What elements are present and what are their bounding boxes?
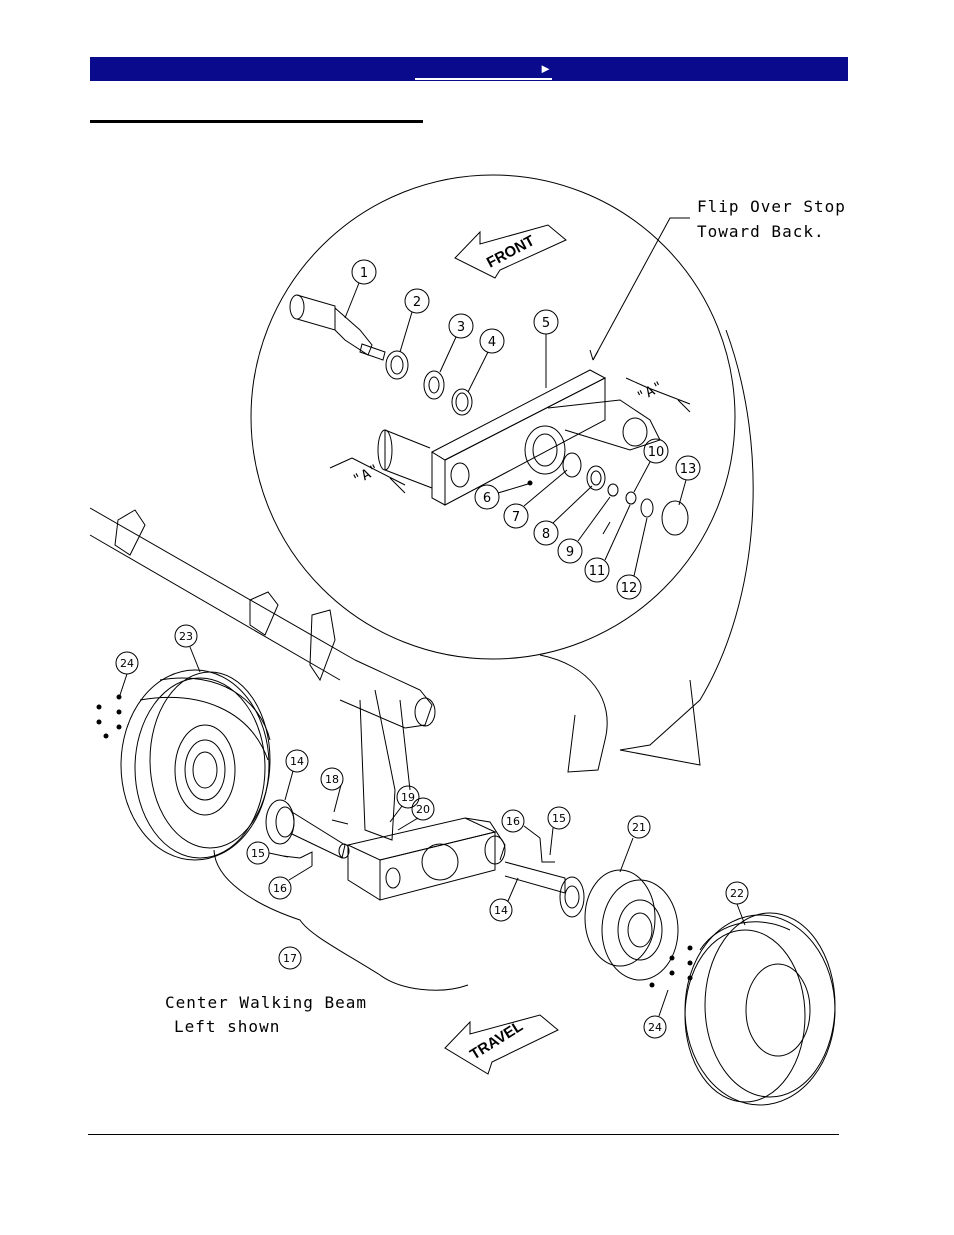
front-arrow: FRONT [454, 224, 567, 279]
callout-3: 3 [457, 320, 465, 335]
left-tire [120, 669, 271, 861]
main-frame [89, 507, 436, 841]
bearing-cone [423, 370, 445, 400]
callout-12: 12 [621, 581, 638, 596]
title-underline [90, 120, 423, 123]
callout-leaders [119, 282, 746, 1017]
next-page-link[interactable]: ► [415, 60, 552, 80]
callout-17: 17 [283, 952, 297, 965]
castle-nut [640, 498, 654, 518]
right-tire [684, 912, 836, 1106]
lower-walking-beam [346, 817, 506, 901]
cotter-pin [602, 521, 611, 535]
dimension-a-right [625, 377, 691, 413]
flip-note-line2: Toward Back. [697, 222, 825, 241]
callout-15b: 15 [552, 812, 566, 825]
callout-11: 11 [589, 564, 606, 579]
seal-ring [385, 350, 409, 380]
flip-note-leader [592, 217, 690, 361]
callout-23: 23 [179, 630, 193, 643]
callout-15: 15 [251, 847, 265, 860]
callout-16b: 16 [506, 815, 520, 828]
right-lug-nuts [649, 945, 693, 988]
center-note-line2: Left shown [174, 1017, 280, 1036]
callout-5: 5 [542, 316, 550, 331]
callout-14b: 14 [494, 904, 508, 917]
callout-13: 13 [680, 462, 697, 477]
spindle-part [289, 294, 386, 361]
callout-19: 19 [401, 791, 415, 804]
callout-14: 14 [290, 755, 304, 768]
detail-arrow [619, 329, 754, 766]
travel-arrow: TRAVEL [444, 1014, 559, 1075]
right-hub [504, 837, 585, 918]
callout-4: 4 [488, 335, 496, 350]
callout-8: 8 [542, 527, 550, 542]
outer-bearing [586, 465, 606, 491]
left-hub [265, 799, 350, 866]
bearing-cup [451, 388, 473, 416]
dimension-a-label-right: "A" [634, 378, 666, 405]
callout-10: 10 [648, 445, 665, 460]
callout-7: 7 [512, 510, 520, 525]
washer [607, 483, 619, 497]
callout-bubbles [115, 259, 749, 1039]
dimension-a-label-left: "A" [350, 461, 382, 488]
callout-1: 1 [360, 266, 368, 281]
callout-22: 22 [730, 887, 744, 900]
detail-circle [250, 174, 736, 660]
header-bar [90, 57, 848, 81]
grease-zerk [527, 480, 533, 486]
nut [625, 491, 637, 505]
dust-cap [661, 500, 689, 536]
callout-6: 6 [483, 491, 491, 506]
callout-2: 2 [413, 295, 421, 310]
footer-rule [88, 1134, 839, 1135]
callout-20: 20 [416, 803, 430, 816]
callout-24: 24 [120, 657, 134, 670]
next-arrow-icon: ► [539, 61, 552, 76]
callout-21: 21 [632, 821, 646, 834]
callout-16: 16 [273, 882, 287, 895]
travel-arrow-label: TRAVEL [467, 1018, 526, 1064]
inner-seal [562, 452, 582, 478]
center-note-line1: Center Walking Beam [165, 993, 367, 1012]
walking-beam [377, 369, 661, 506]
right-rim [584, 869, 679, 981]
left-lug-nuts [96, 694, 122, 739]
grease-fitting-18 [331, 819, 349, 825]
callout-9: 9 [566, 545, 574, 560]
detail-arrow-2 [539, 654, 608, 773]
flip-note-line1: Flip Over Stop [697, 197, 846, 216]
callout-24b: 24 [648, 1021, 662, 1034]
callout-18: 18 [325, 773, 339, 786]
assembly-bracket-17 [213, 849, 469, 991]
dimension-a-left [329, 457, 406, 494]
